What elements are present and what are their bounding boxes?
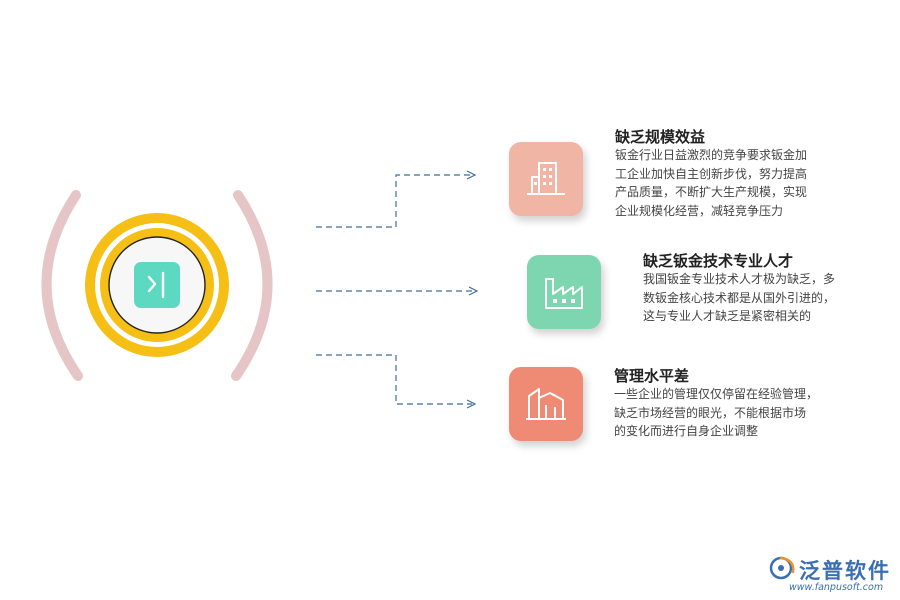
item-1-line: 钣金行业日益激烈的竞争要求钣金加 (615, 148, 808, 162)
connector-top (316, 174, 472, 228)
item-1-line: 产品质量，不断扩大生产规模，实现 (615, 185, 808, 199)
connector-bottom (316, 354, 472, 405)
item-3-line: 一些企业的管理仅仅停留在经验管理， (614, 387, 819, 401)
item-2-tile (527, 255, 601, 329)
building-icon (527, 162, 565, 195)
item-3-title: 管理水平差 (614, 367, 690, 385)
arrowhead-top (466, 170, 477, 180)
arrowhead-middle (468, 286, 479, 296)
item-2-line: 这与专业人才缺乏是紧密相关的 (643, 309, 812, 323)
item-1-title: 缺乏规模效益 (615, 128, 706, 146)
arrowhead-bottom (466, 399, 477, 409)
item-2-description: 我国钣金专业技术人才极为缺乏，多 数钣金核心技术都是从国外引进的， 这与专业人才… (643, 270, 835, 326)
logo-url: www.fanpusoft.com (789, 582, 884, 593)
item-1-line: 企业规模化经营，减轻竞争压力 (615, 203, 784, 218)
left-bracket (41, 190, 83, 381)
item-2-line: 数钣金核心技术都是从国外引进的， (643, 290, 836, 305)
item-2-title: 缺乏钣金技术专业人才 (643, 252, 794, 270)
item-2-line: 我国钣金专业技术人才极为缺乏，多 (643, 272, 836, 286)
item-1-tile (509, 142, 583, 216)
item-1-line: 工企业加快自主创新步伐，努力提高 (615, 166, 808, 181)
item-3-line: 缺乏市场经营的眼光，不能根据市场 (614, 405, 807, 420)
item-3-line: 的变化而进行自身企业调整 (614, 424, 759, 438)
item-1-description: 钣金行业日益激烈的竞争要求钣金加 工企业加快自主创新步伐，努力提高 产品质量，不… (615, 146, 807, 220)
right-bracket (231, 190, 273, 381)
logo-mark-icon (769, 556, 795, 580)
item-3-description: 一些企业的管理仅仅停留在经验管理， 缺乏市场经营的眼光，不能根据市场 的变化而进… (614, 385, 818, 441)
factory-icon (545, 278, 583, 309)
logo-name: 泛普软件 (799, 559, 891, 583)
item-3-tile (509, 367, 583, 441)
sidebar-toggle-icon (134, 262, 180, 308)
warehouse-icon (526, 388, 566, 420)
